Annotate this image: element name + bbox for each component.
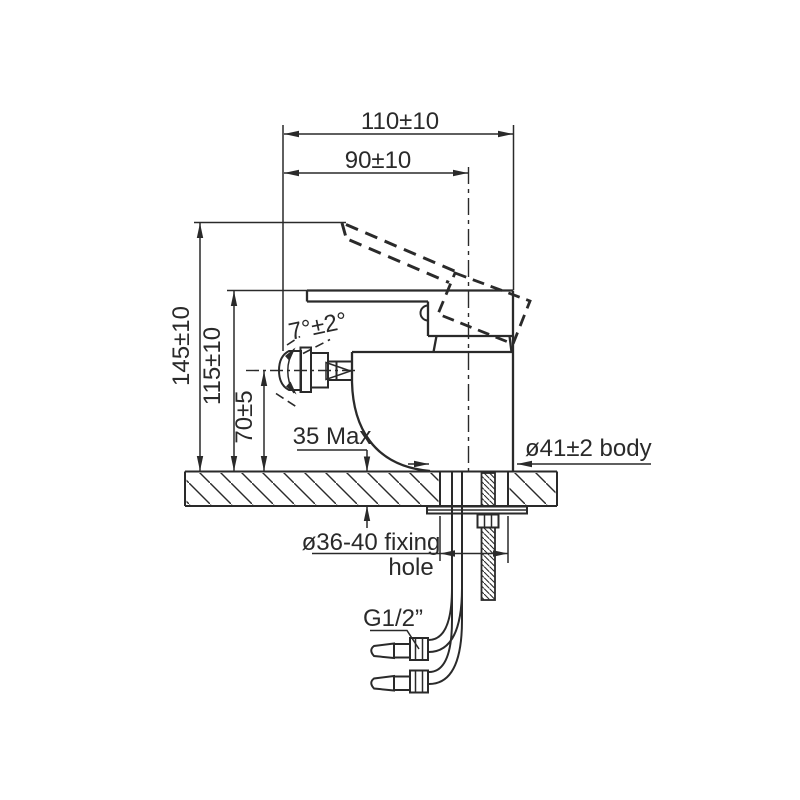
fixing-hole-label-1: ø36-40 fixing (302, 529, 441, 556)
dim-height-total: 145±10 (168, 306, 195, 386)
raised-hub-outline (436, 271, 532, 346)
aerator-band (299, 346, 312, 393)
hose-thread-label: G1/2” (363, 605, 423, 632)
deck-hatch-right (509, 473, 556, 505)
aerator-inlet-lines (336, 360, 352, 381)
hose-thread-leader (370, 629, 420, 650)
dim-height-spout: 70±5 (231, 390, 258, 443)
dim-height-body: 115±10 (199, 327, 226, 405)
supply-hoses (370, 471, 463, 694)
deck-outline (184, 470, 558, 507)
cartridge-arc (419, 304, 429, 322)
deck-hatch-left (186, 473, 439, 505)
fixing-set (426, 472, 528, 601)
ext-lines-top (282, 125, 515, 351)
dim-width-spout: 90±10 (345, 147, 412, 174)
fixing-nut (476, 513, 500, 529)
body-neck (432, 335, 513, 353)
body-diameter-label: ø41±2 body (525, 435, 652, 462)
nut-facets (483, 514, 493, 528)
hose-fitting-upper (370, 637, 429, 661)
lever-handle (305, 289, 513, 303)
aerator-angle-axes (275, 335, 331, 410)
stud-lower (480, 526, 496, 601)
hose-walls (428, 471, 463, 685)
handle-raised-dashed (340, 222, 532, 346)
fixing-hole-label-2: hole (388, 554, 433, 581)
dimensions: 110±10 90±10 145±10 115±10 70±5 35 Max ø… (168, 108, 652, 650)
deck-thickness-label: 35 Max (293, 423, 372, 450)
stud-upper (480, 472, 496, 507)
aerator-angle-label: 7°±2° (286, 307, 349, 346)
raised-lever-lines (340, 222, 460, 284)
body-outline (350, 350, 513, 473)
handle-hub (426, 290, 515, 471)
countertop (184, 470, 558, 507)
dim-width-total: 110±10 (361, 108, 439, 135)
hose-fitting-lower (370, 669, 429, 694)
faucet-body (305, 289, 515, 473)
